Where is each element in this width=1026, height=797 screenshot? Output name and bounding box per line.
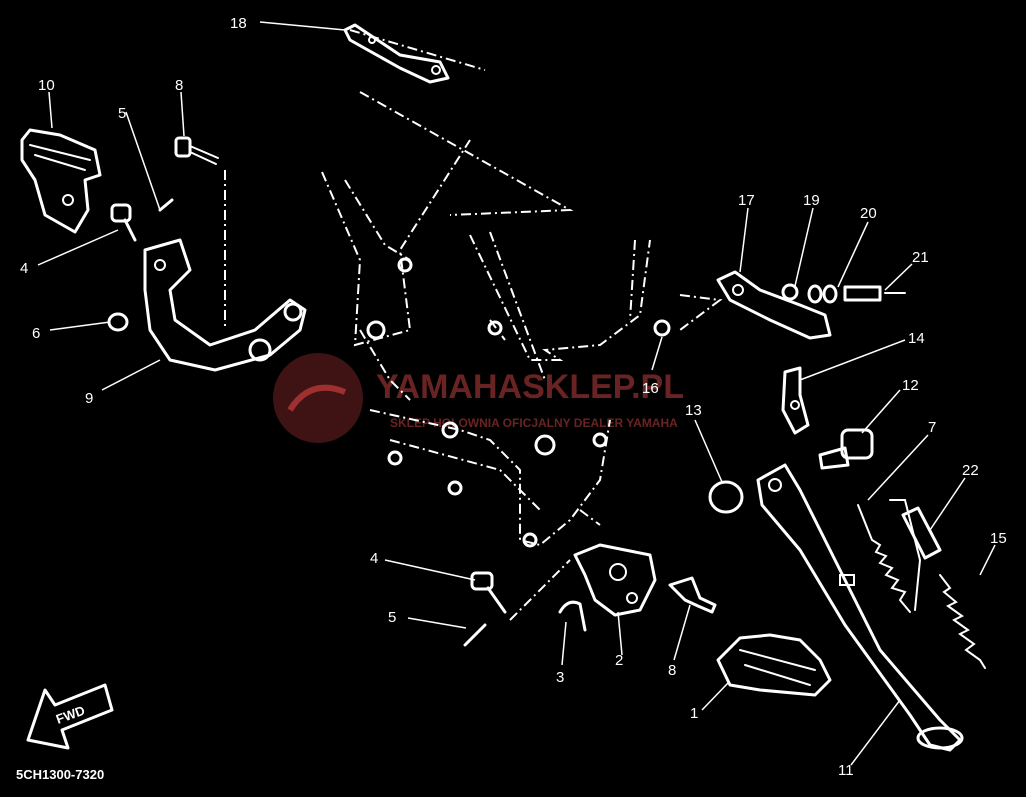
part-4-pin-lower [470, 571, 507, 614]
callout-5-upper: 5 [118, 105, 126, 122]
callout-3: 3 [556, 669, 564, 686]
part-8-bolt-lower [668, 576, 717, 614]
fwd-arrow-icon: FWD [26, 683, 114, 750]
callout-14: 14 [908, 330, 925, 347]
watermark-tagline: SKLEP HOLOWNIA OFICJALNY DEALER YAMAHA [390, 416, 678, 430]
callout-13: 13 [685, 402, 702, 419]
callout-4-lower: 4 [370, 550, 378, 567]
callout-12: 12 [902, 377, 919, 394]
part-1-footrest [716, 633, 832, 697]
callout-16: 16 [642, 380, 659, 397]
part-11-sidestand [756, 463, 964, 752]
callout-11: 11 [838, 762, 854, 779]
part-9-bracket [143, 238, 307, 372]
part-2-bracket [573, 543, 657, 617]
part-17-bracket [716, 270, 832, 340]
part-5-clip-lower [463, 623, 487, 647]
callout-22: 22 [962, 462, 979, 479]
part-18-bracket [343, 23, 450, 84]
part-5-clip-left [158, 198, 174, 212]
part-3-clip [558, 600, 587, 632]
callout-19: 19 [803, 192, 820, 209]
callout-8-upper: 8 [175, 77, 183, 94]
callout-20: 20 [860, 205, 877, 222]
part-19-washer [781, 283, 799, 301]
part-16-collar [653, 319, 671, 337]
callout-4-upper: 4 [20, 260, 28, 277]
part-12-spacer [818, 428, 874, 470]
callout-9: 9 [85, 390, 93, 407]
callout-18: 18 [230, 15, 247, 32]
callout-labels: 18 10 5 8 4 6 9 17 19 20 21 14 16 13 12 … [20, 15, 1007, 779]
callout-2: 2 [615, 652, 623, 669]
part-22-pin [901, 506, 942, 560]
part-10-footrest [20, 128, 102, 234]
part-8-bolt-top [174, 136, 219, 165]
callout-5-lower: 5 [388, 609, 396, 626]
callout-7: 7 [928, 419, 936, 436]
part-14-plate [781, 366, 810, 435]
callout-17: 17 [738, 192, 755, 209]
diagram-part-code: 5CH1300-7320 [16, 767, 104, 782]
part-7-spring [857, 499, 922, 613]
watermark: YAMAHASKLEP.PL SKLEP HOLOWNIA OFICJALNY … [273, 353, 684, 443]
watermark-brand: YAMAHASKLEP.PL [376, 368, 684, 406]
callout-8-lower: 8 [668, 662, 676, 679]
part-6-nut [107, 312, 129, 332]
part-4-pin-left [110, 203, 137, 242]
callout-21: 21 [912, 249, 929, 266]
callout-1: 1 [690, 705, 698, 722]
part-13-nut [708, 480, 744, 514]
part-20-washer [807, 284, 838, 304]
callout-10: 10 [38, 77, 55, 94]
callout-15: 15 [990, 530, 1007, 547]
part-15-spring [939, 574, 986, 669]
frame-outline [224, 29, 723, 621]
leader-lines [37, 21, 996, 766]
part-21-bolt [843, 285, 906, 302]
callout-6: 6 [32, 325, 40, 342]
